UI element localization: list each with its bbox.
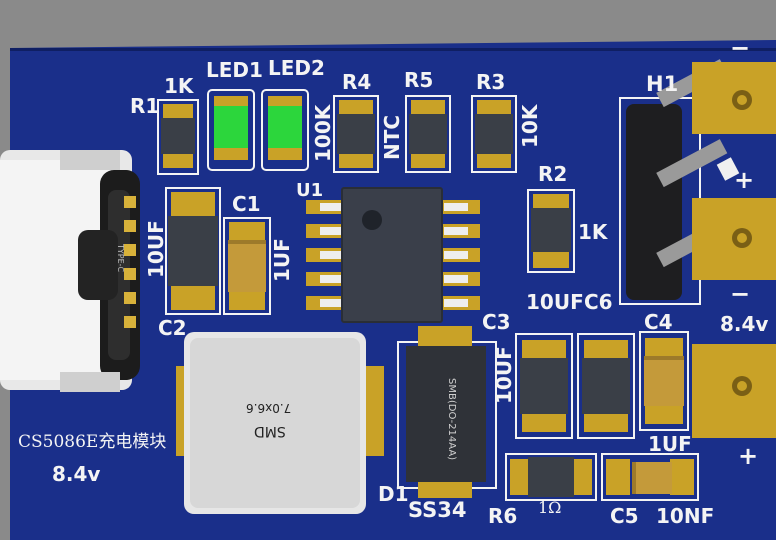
terminal-pad-top xyxy=(692,62,776,134)
label-u1: U1 xyxy=(296,180,324,201)
resistor-r2 xyxy=(527,189,575,273)
capacitor-c4 xyxy=(639,331,689,431)
label-c4: C4 xyxy=(644,310,673,334)
label-r3-value: 10K xyxy=(518,104,542,148)
label-r1: R1 xyxy=(130,94,160,118)
label-r5: R5 xyxy=(404,68,434,92)
capacitor-c1 xyxy=(223,217,271,315)
label-c1: C1 xyxy=(232,192,261,216)
label-c5: C5 xyxy=(610,504,639,528)
label-r4: R4 xyxy=(342,70,372,94)
label-inductor-smd: SMD xyxy=(254,423,286,439)
label-r2: R2 xyxy=(538,162,568,186)
capacitor-c6 xyxy=(577,333,635,439)
label-diode-body: SMB(DO-214AA) xyxy=(446,378,457,461)
label-d1-value: SS34 xyxy=(408,498,467,522)
pin-header-h1 xyxy=(619,59,740,305)
inductor xyxy=(176,332,384,514)
led-2 xyxy=(261,89,309,171)
board-title: CS5086E充电模块 xyxy=(18,432,167,452)
terminal-pad-middle xyxy=(692,198,776,280)
label-c1-value: 1UF xyxy=(270,238,294,282)
label-r3: R3 xyxy=(476,70,506,94)
terminal-voltage-label: 8.4v xyxy=(720,312,769,336)
label-c3-value: 10UF xyxy=(492,346,516,404)
ic-u1 xyxy=(306,187,480,323)
label-c2: C2 xyxy=(158,316,187,340)
label-c5-value: 10NF xyxy=(656,504,715,528)
label-usb-type: TYPE-C xyxy=(116,244,125,273)
label-led2: LED2 xyxy=(268,56,325,80)
label-c2-value: 10UF xyxy=(144,220,168,278)
capacitor-c3 xyxy=(515,333,573,439)
resistor-r3 xyxy=(471,95,517,173)
resistor-r5 xyxy=(405,95,451,173)
label-d1: D1 xyxy=(378,482,409,506)
label-r2-value: 1K xyxy=(578,220,608,244)
label-c6-value: 10UF xyxy=(526,290,584,314)
diode-d1 xyxy=(397,326,497,498)
terminal-bottom-plus-sign: + xyxy=(738,442,759,470)
label-r6: R6 xyxy=(488,504,518,528)
label-r4-value: 100K xyxy=(311,104,335,162)
label-c3: C3 xyxy=(482,310,511,334)
label-inductor-size: 7.0x6.6 xyxy=(246,401,292,415)
terminal-top-plus-sign: + xyxy=(734,166,755,194)
pcb-board-edge-shadow xyxy=(10,48,776,51)
terminal-pad-bottom xyxy=(692,344,776,438)
resistor-r1 xyxy=(157,99,199,175)
terminal-top-minus-sign: − xyxy=(730,34,751,62)
label-c4-value: 1UF xyxy=(648,432,692,456)
label-r5-value: NTC xyxy=(380,114,404,160)
label-led1: LED1 xyxy=(206,58,263,82)
resistor-r4 xyxy=(333,95,379,173)
led-1 xyxy=(207,89,255,171)
label-h1: H1 xyxy=(646,72,679,96)
capacitor-c5 xyxy=(601,453,699,501)
capacitor-c2 xyxy=(165,187,221,315)
usb-c-connector xyxy=(0,150,140,392)
resistor-r6 xyxy=(505,453,597,501)
label-r6-value: 1Ω xyxy=(538,498,562,517)
label-r1-value: 1K xyxy=(164,74,194,98)
board-voltage: 8.4v xyxy=(52,462,101,486)
terminal-mid-minus-sign: − xyxy=(730,280,751,308)
label-c6: C6 xyxy=(584,290,613,314)
